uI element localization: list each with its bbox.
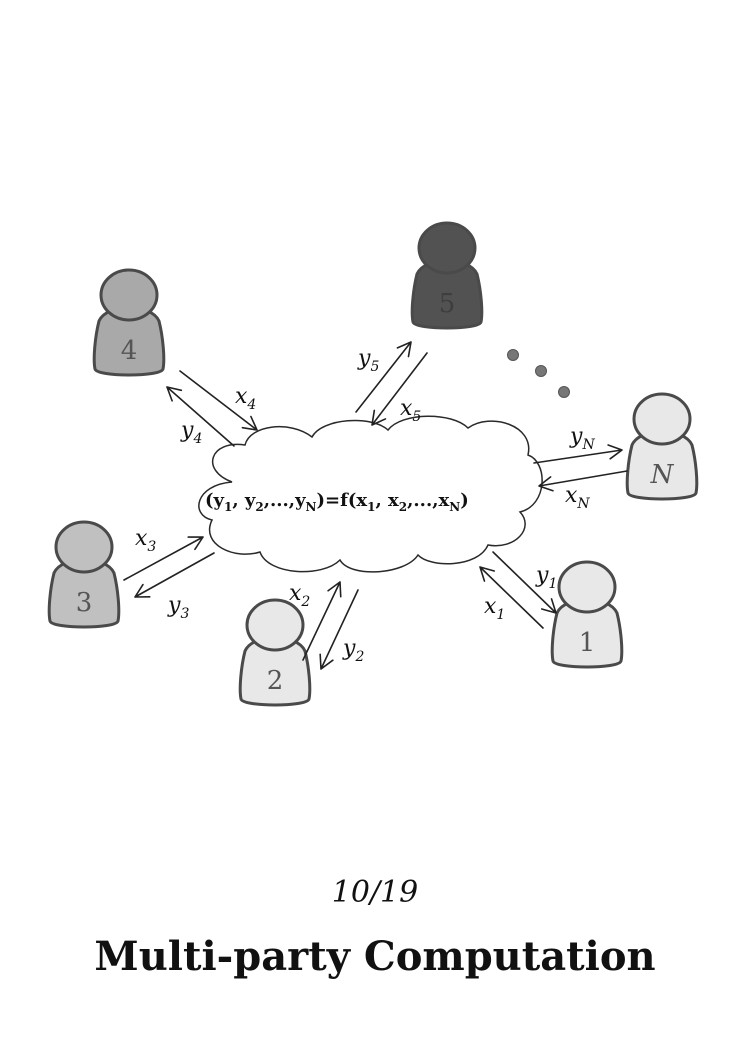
formula-equals: )=: [317, 490, 341, 511]
party-5: 5: [410, 221, 484, 330]
output-label-1: y1: [535, 563, 557, 592]
output-arrow-3: [134, 552, 215, 598]
formula-xN: x: [438, 490, 449, 511]
input-arrow-2: [302, 581, 342, 661]
ellipsis-dots: [507, 349, 570, 398]
output-label-5: y5: [357, 346, 379, 375]
slide-number: 10/19: [331, 875, 419, 910]
formula: (y1, y2,...,yN)=f(x1, x2,...,xN): [205, 490, 469, 514]
formula-y2-sub: 2: [255, 500, 263, 514]
party-3: 3: [47, 520, 121, 629]
party-N: N: [625, 392, 699, 501]
output-label-3: y3: [167, 593, 189, 622]
parties: 1 2 3 4 5N: [47, 221, 699, 707]
party-2: 2: [238, 598, 312, 707]
formula-ellipsis-2: ,...,: [407, 490, 438, 511]
output-arrow-4: [166, 386, 235, 447]
input-arrow-3: [123, 536, 204, 581]
formula-x1: x: [356, 490, 367, 511]
formula-y1: y: [213, 490, 225, 511]
party-number: 4: [121, 336, 138, 366]
input-arrow-4: [179, 370, 258, 431]
ellipsis-dot: [507, 349, 519, 361]
input-arrow-1: [479, 566, 544, 629]
formula-y2: y: [244, 490, 256, 511]
output-arrow-2: [319, 589, 359, 670]
party-number: 1: [579, 628, 596, 658]
party-4: 4: [92, 268, 166, 377]
formula-x2: x: [388, 490, 399, 511]
formula-xN-sub: N: [449, 500, 460, 514]
input-label-N: xN: [565, 483, 590, 512]
output-label-N: yN: [569, 424, 595, 453]
formula-yN-sub: N: [306, 500, 317, 514]
party-head: [632, 392, 692, 446]
input-arrow-N: [538, 470, 628, 492]
output-label-4: y4: [180, 418, 202, 447]
input-label-2: x2: [289, 581, 310, 610]
party-head: [54, 520, 114, 574]
input-label-3: x3: [135, 526, 156, 555]
output-arrow-1: [492, 551, 557, 614]
party-number: 3: [76, 588, 93, 618]
input-arrow-5: [371, 352, 428, 426]
ellipsis-dot: [558, 386, 570, 398]
formula-x2-sub: 2: [399, 500, 407, 514]
party-number: N: [650, 460, 675, 490]
party-number: 2: [267, 666, 284, 696]
formula-yN: y: [294, 490, 306, 511]
input-label-5: x5: [400, 396, 421, 425]
output-label-2: y2: [342, 636, 364, 665]
party-head: [417, 221, 477, 275]
party-head: [99, 268, 159, 322]
message-arrows: [123, 341, 628, 670]
formula-ellipsis-1: ,...,: [264, 490, 295, 511]
output-arrow-N: [533, 444, 623, 464]
party-1: 1: [550, 560, 624, 669]
party-number: 5: [439, 289, 456, 319]
party-head: [557, 560, 617, 614]
formula-close-paren: ): [460, 490, 469, 511]
output-arrow-5: [355, 341, 412, 413]
input-label-4: x4: [235, 384, 256, 413]
party-head: [245, 598, 305, 652]
formula-x1-sub: 1: [367, 500, 375, 514]
ellipsis-dot: [535, 365, 547, 377]
slide-title: Multi-party Computation: [94, 933, 656, 980]
formula-open-paren-2: (: [348, 490, 357, 511]
computation-cloud: [198, 415, 543, 573]
formula-comma-1: ,: [232, 490, 245, 511]
formula-y1-sub: 1: [224, 500, 232, 514]
formula-function: f: [340, 490, 349, 511]
formula-open-paren: (: [205, 490, 214, 511]
input-label-1: x1: [484, 594, 505, 623]
formula-comma-2: ,: [376, 490, 389, 511]
